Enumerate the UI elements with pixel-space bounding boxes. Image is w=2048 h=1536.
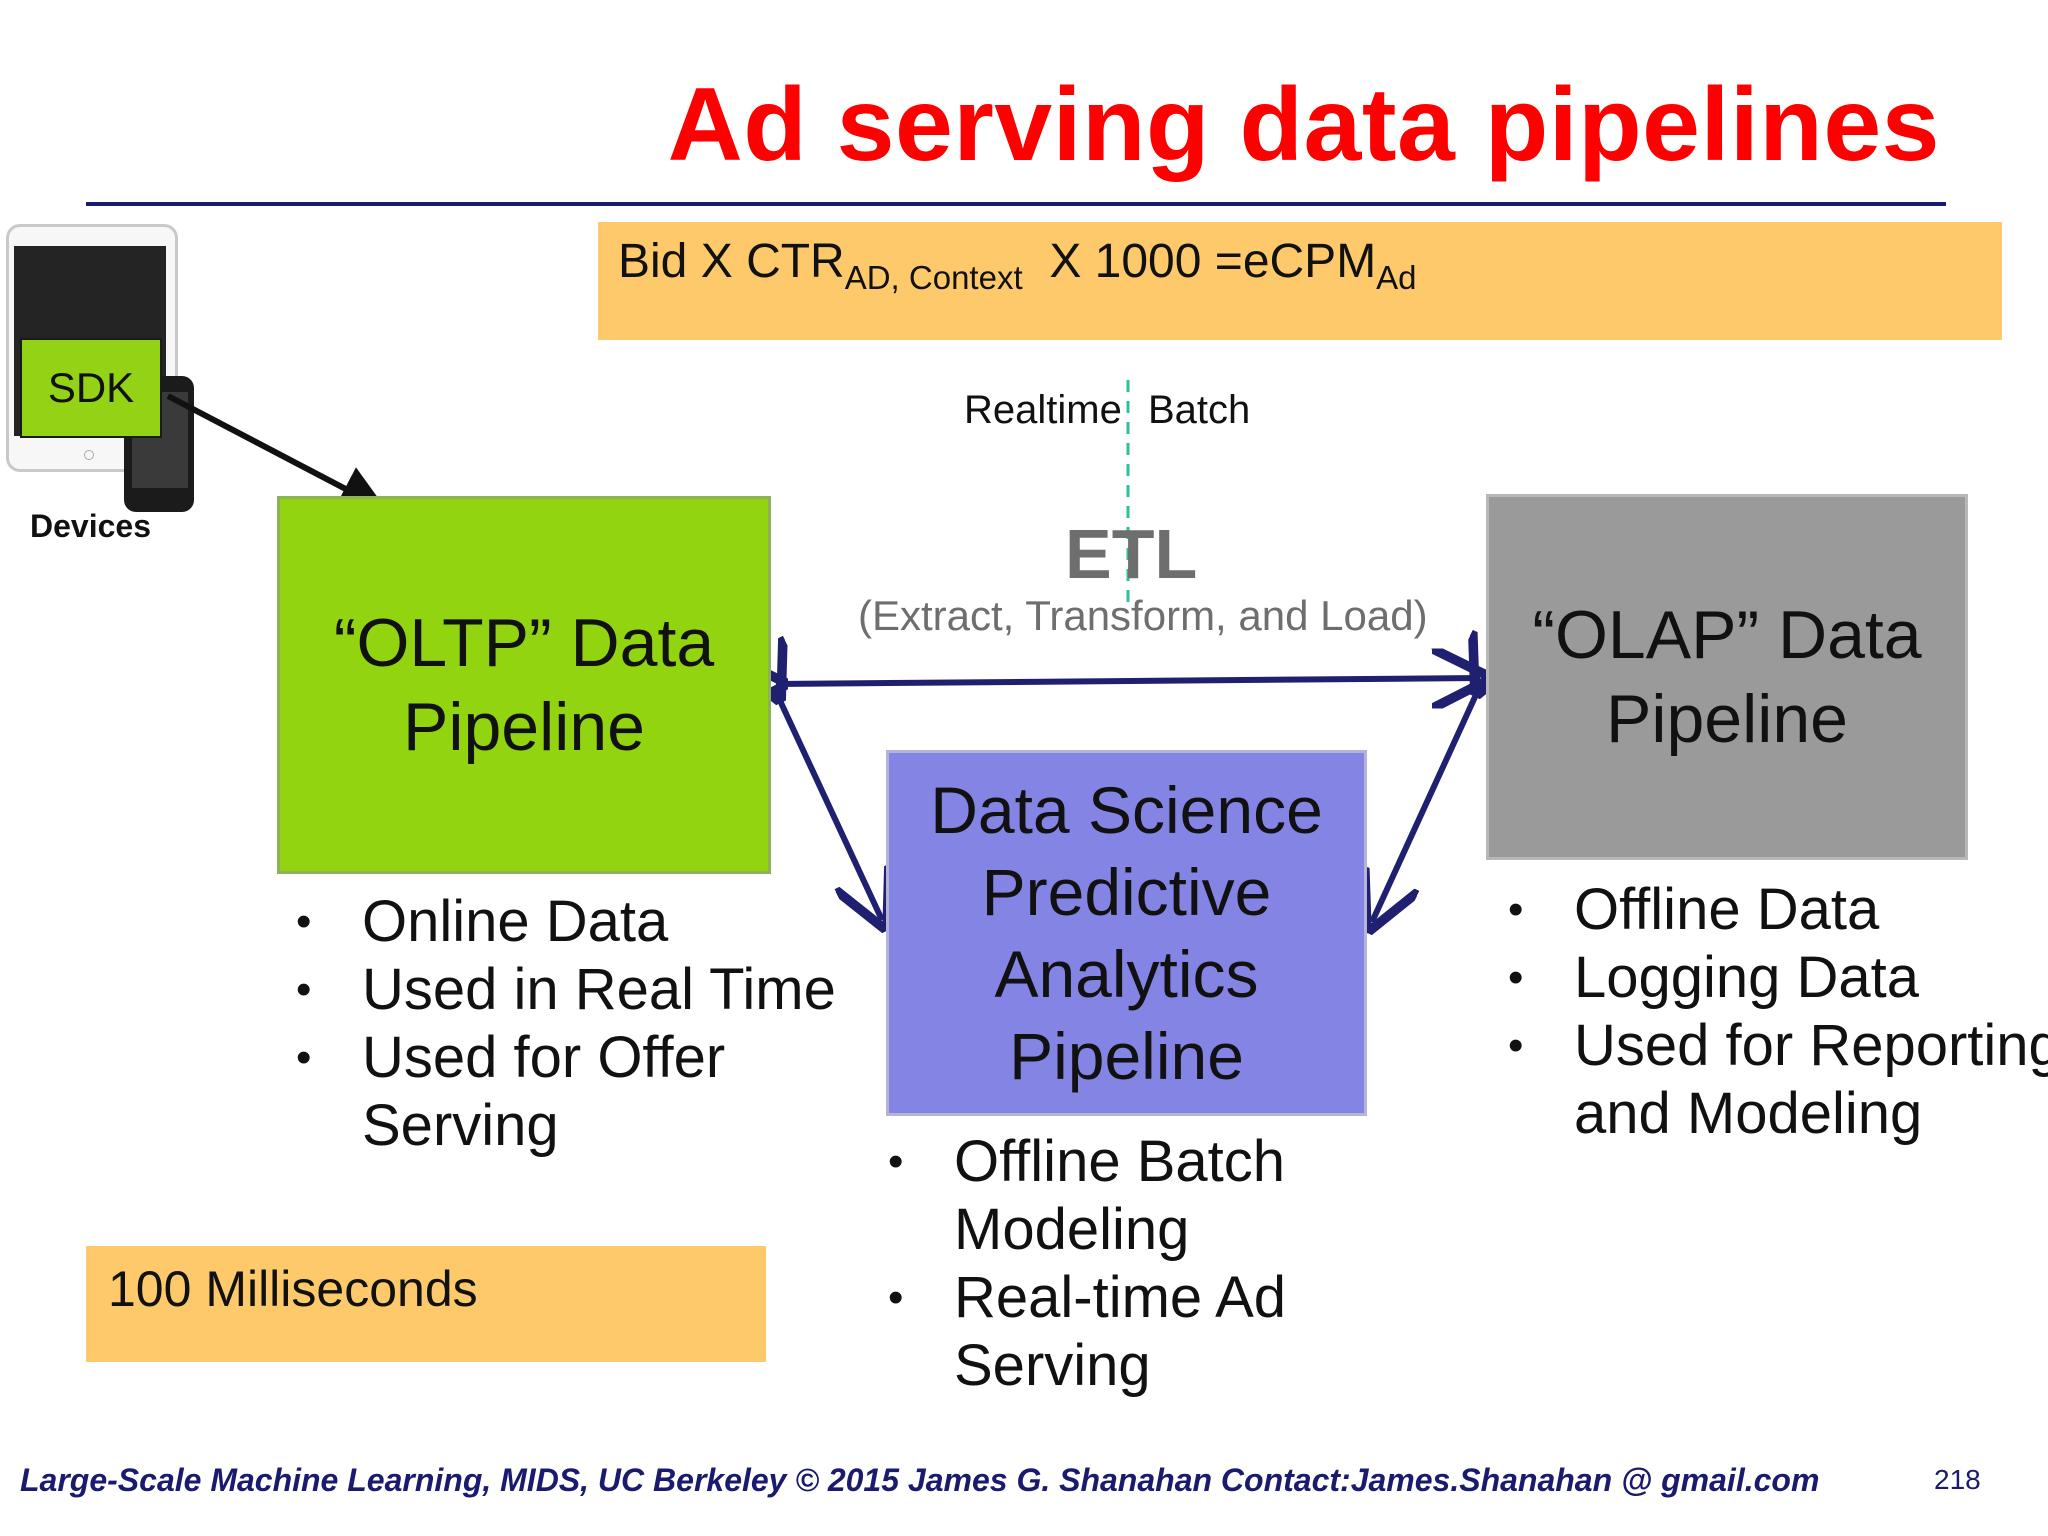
page-number: 218 [1934, 1464, 1981, 1495]
oltp-dsp-arrow [776, 692, 882, 920]
list-item: Offline Data [1508, 876, 2048, 944]
batch-label: Batch [1148, 388, 1251, 432]
oltp-title-line2: Pipeline [403, 689, 645, 765]
list-item: Online Data [296, 888, 856, 956]
formula-sub2: Ad [1376, 259, 1417, 296]
list-item: Used for Reporting and Modeling [1508, 1012, 2048, 1148]
olap-title-line1: “OLAP” Data [1532, 597, 1922, 673]
list-item: Offline Batch Modeling [888, 1128, 1408, 1264]
realtime-label: Realtime [964, 388, 1122, 432]
data-science-pipeline-box: Data Science Predictive Analytics Pipeli… [886, 750, 1367, 1116]
formula-sub1: AD, Context [844, 259, 1023, 296]
formula-part1: Bid X CTR [618, 235, 845, 288]
oltp-bullets: Online Data Used in Real Time Used for O… [296, 888, 856, 1160]
list-item: Logging Data [1508, 944, 2048, 1012]
slide-footer: Large-Scale Machine Learning, MIDS, UC B… [20, 1462, 1820, 1498]
latency-note: 100 Milliseconds [108, 1261, 478, 1317]
ecpm-formula: Bid X CTRAD, Context X 1000 =eCPMAd [618, 234, 1417, 297]
oltp-title-line1: “OLTP” Data [333, 605, 715, 681]
olap-title-line2: Pipeline [1606, 681, 1848, 757]
dsp-title-line3: Analytics [994, 937, 1259, 1011]
oltp-olap-arrow [776, 678, 1480, 684]
olap-dsp-arrow [1372, 686, 1480, 922]
dsp-bullets: Offline Batch Modeling Real-time Ad Serv… [888, 1128, 1408, 1400]
list-item: Real-time Ad Serving [888, 1264, 1408, 1400]
olap-bullets: Offline Data Logging Data Used for Repor… [1508, 876, 2048, 1148]
list-item: Used in Real Time [296, 956, 856, 1024]
slide-title: Ad serving data pipelines [667, 67, 1940, 183]
formula-box [598, 222, 2002, 340]
formula-part2: X 1000 =eCPM [1049, 235, 1377, 288]
dsp-title-line1: Data Science [930, 773, 1323, 847]
dsp-title-line2: Predictive [981, 855, 1272, 929]
etl-label: ETL [1065, 515, 1198, 593]
devices-label: Devices [30, 508, 151, 544]
etl-sublabel: (Extract, Transform, and Load) [858, 592, 1428, 639]
latency-note-box [86, 1246, 766, 1362]
title-divider [86, 202, 1946, 206]
sdk-box: SDK [20, 338, 162, 438]
dsp-title-line4: Pipeline [1009, 1019, 1244, 1093]
list-item: Used for Offer Serving [296, 1024, 856, 1160]
sdk-to-oltp-arrow [166, 393, 388, 511]
tablet-home-button [84, 450, 94, 460]
